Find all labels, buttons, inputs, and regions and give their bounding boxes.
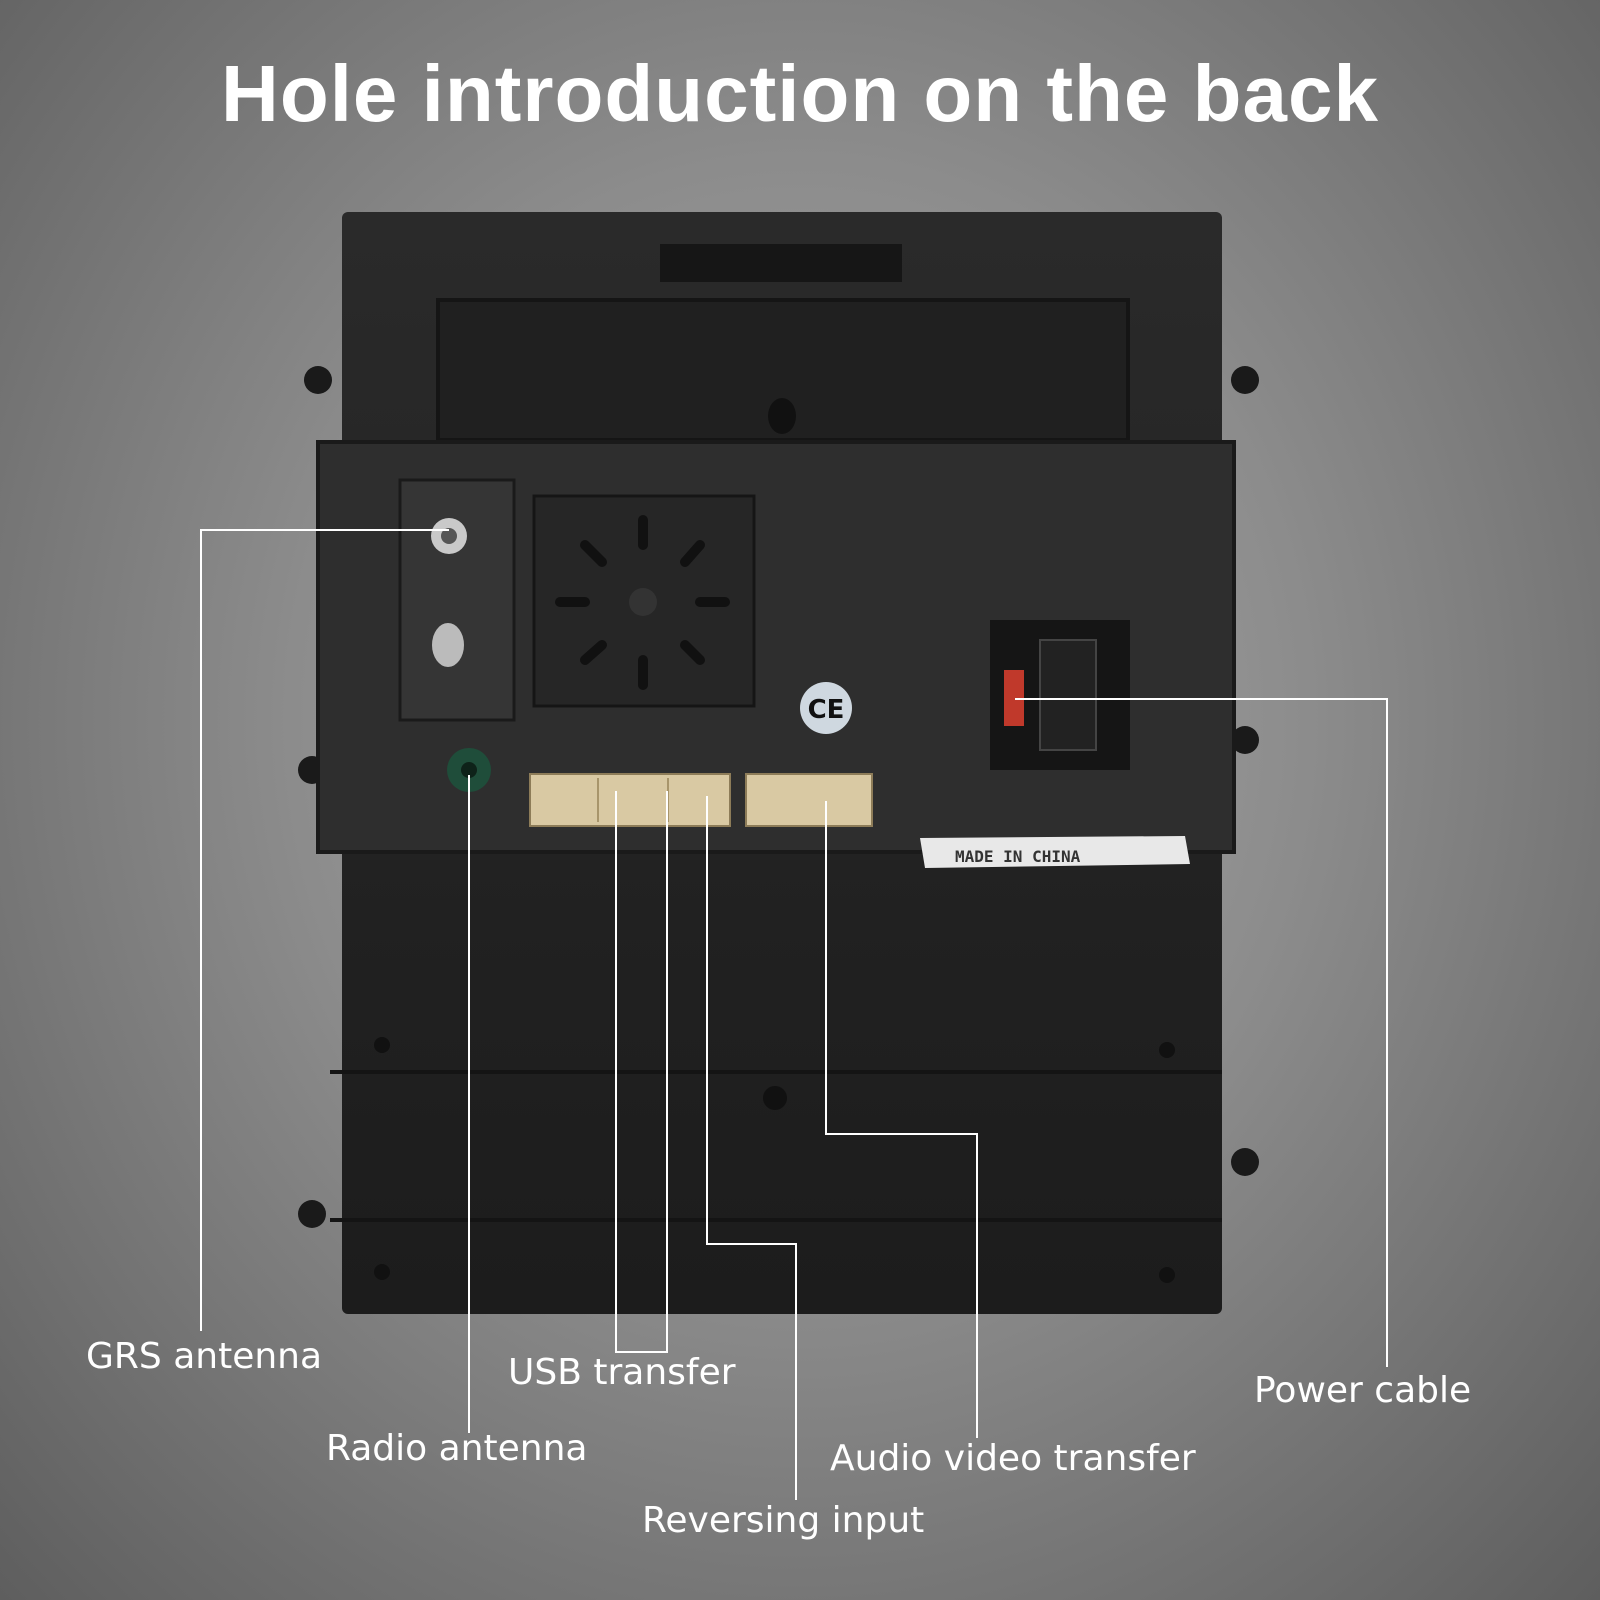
label-usb-transfer: USB transfer bbox=[508, 1352, 736, 1393]
label-audio-video-transfer: Audio video transfer bbox=[830, 1438, 1196, 1479]
ce-mark: CE bbox=[800, 682, 852, 734]
page-title: Hole introduction on the back bbox=[221, 49, 1379, 138]
leader-audio-video bbox=[825, 801, 978, 1438]
leader-lines bbox=[200, 529, 1388, 1500]
leader-reversing bbox=[706, 796, 797, 1500]
radio-antenna-connector bbox=[447, 748, 491, 792]
mounting-tabs bbox=[298, 366, 1259, 1228]
ce-mark-text: CE bbox=[808, 695, 845, 725]
label-grs-antenna: GRS antenna bbox=[86, 1336, 323, 1377]
top-label-recess bbox=[660, 244, 902, 282]
sticker: MADE IN CHINA bbox=[920, 836, 1190, 868]
leader-usb bbox=[615, 791, 668, 1353]
fan-grille bbox=[532, 494, 756, 708]
label-power-cable: Power cable bbox=[1254, 1370, 1472, 1411]
grs-antenna-connector bbox=[431, 518, 467, 554]
label-reversing-input: Reversing input bbox=[642, 1500, 925, 1541]
leader-power bbox=[1015, 698, 1388, 1367]
sticker-text: MADE IN CHINA bbox=[955, 847, 1081, 866]
power-socket bbox=[990, 620, 1130, 770]
leader-grs bbox=[200, 529, 449, 1331]
usb-reversing-connector bbox=[529, 773, 731, 827]
audio-video-connector bbox=[745, 773, 873, 827]
label-radio-antenna: Radio antenna bbox=[326, 1428, 588, 1469]
